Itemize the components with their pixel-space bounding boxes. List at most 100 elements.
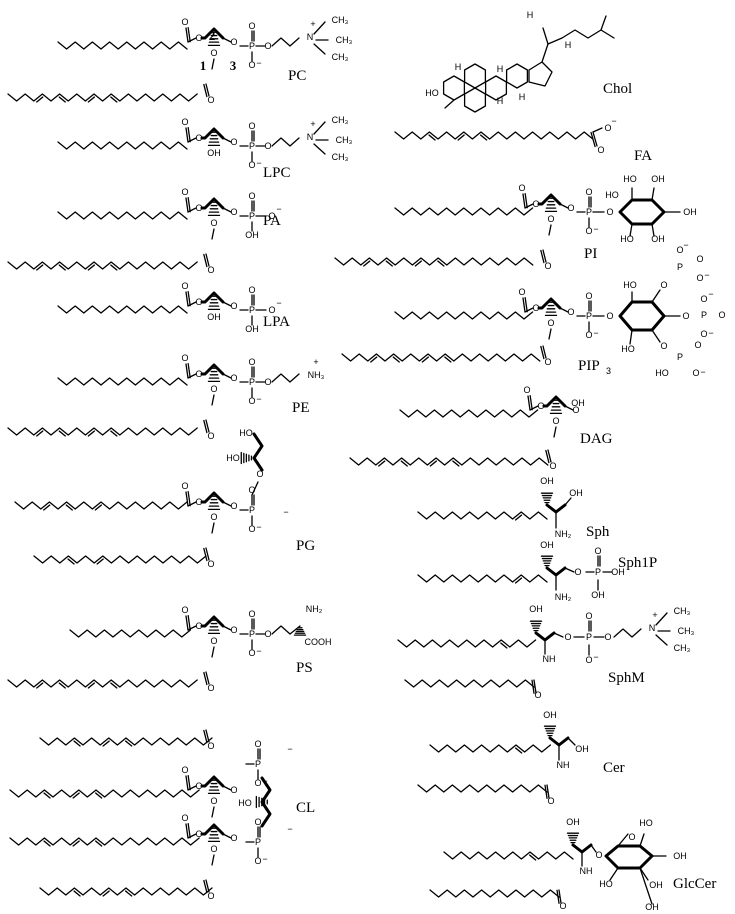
sn3-oxygen: O bbox=[567, 203, 574, 213]
cis-double-bond bbox=[110, 430, 118, 437]
phosphate-oxygen: O bbox=[248, 396, 255, 406]
carbon-number-1: 1 bbox=[200, 58, 207, 73]
bond bbox=[651, 223, 655, 237]
glycerol-backbone bbox=[542, 395, 567, 408]
glccer-label: GlcCer bbox=[673, 876, 716, 892]
cis-double-bond bbox=[72, 792, 80, 799]
sphm-chain bbox=[397, 639, 537, 648]
carbonyl-oxygen: O bbox=[181, 813, 188, 823]
methyl: CH₃ bbox=[336, 135, 353, 145]
sn3-oxygen: O bbox=[230, 137, 237, 147]
glycosidic-oxygen: O bbox=[595, 850, 602, 860]
negative-charge: − bbox=[287, 824, 292, 834]
bond bbox=[211, 646, 215, 658]
bond bbox=[600, 15, 607, 31]
carbonyl-bond bbox=[524, 297, 528, 313]
carbonyl-bond bbox=[187, 491, 191, 507]
carbonyl-bond bbox=[203, 547, 208, 562]
carbonyl-bond bbox=[542, 249, 547, 263]
headgroup-hydroxyl: HO bbox=[239, 428, 253, 438]
serine-amine: NH₂ bbox=[306, 604, 323, 614]
sn3-oxygen: O bbox=[230, 37, 237, 47]
carbonyl-oxygen: O bbox=[518, 183, 525, 193]
cis-double-bond bbox=[36, 682, 44, 689]
fa-chain bbox=[394, 131, 594, 140]
phosphate-hydroxyl: OH bbox=[611, 567, 625, 577]
phosphate-oxygen: O bbox=[585, 330, 592, 340]
cis-double-bond bbox=[72, 840, 80, 847]
cis-double-bond bbox=[43, 504, 51, 511]
hydroxyl-group: HO bbox=[425, 88, 439, 98]
positive-charge: + bbox=[313, 357, 318, 367]
carbonyl-oxygen: O bbox=[181, 187, 188, 197]
bond bbox=[524, 203, 534, 209]
glycerol-backbone bbox=[200, 491, 225, 504]
pe-label: PE bbox=[292, 400, 310, 416]
phosphate-oxygen: O bbox=[676, 245, 683, 255]
phosphorus: P bbox=[701, 310, 707, 320]
glccer-acyl-chain bbox=[429, 889, 560, 898]
carbonyl-oxygen: O bbox=[181, 765, 188, 775]
phosphate-oxygen: O bbox=[696, 273, 703, 283]
carbonyl-oxygen: O bbox=[181, 481, 188, 491]
bond bbox=[548, 224, 552, 236]
carbonyl-bond bbox=[203, 671, 208, 686]
cis-double-bond bbox=[87, 96, 96, 103]
cis-double-bond bbox=[110, 682, 118, 689]
glycerol-backbone bbox=[200, 615, 225, 628]
cis-double-bond bbox=[124, 740, 133, 747]
carbonyl-bond bbox=[203, 419, 208, 434]
sph1p-label: Sph1P bbox=[618, 555, 657, 571]
bond bbox=[211, 394, 215, 406]
bond bbox=[592, 127, 603, 133]
bond bbox=[444, 99, 455, 109]
negative-charge: − bbox=[287, 744, 292, 754]
carbonyl-bond bbox=[203, 253, 208, 268]
carbonyl-bond bbox=[187, 775, 191, 791]
phosphoryl-oxygen: O bbox=[248, 485, 255, 495]
sn3-oxygen: O bbox=[572, 405, 579, 415]
cis-double-bond bbox=[96, 558, 104, 565]
bond bbox=[187, 207, 197, 213]
cis-double-bond bbox=[102, 740, 110, 747]
sn3-oxygen: O bbox=[230, 501, 237, 511]
sphm-acyl-chain bbox=[404, 679, 535, 688]
negative-charge: − bbox=[708, 328, 713, 338]
phosphate-ester-oxygen: O bbox=[574, 567, 581, 577]
carbonyl-bond bbox=[185, 363, 189, 379]
lpa-label: LPA bbox=[263, 314, 290, 330]
cis-double-bond bbox=[370, 356, 378, 363]
amide-nitrogen: NH bbox=[557, 760, 570, 770]
cis-double-bond bbox=[457, 134, 465, 141]
cis-double-bond bbox=[110, 264, 118, 271]
amine-group: NH₂ bbox=[555, 529, 572, 539]
carbonyl-oxygen: O bbox=[518, 287, 525, 297]
carbonyl-oxygen: O bbox=[559, 901, 566, 911]
phosphate-ester-oxygen: O bbox=[264, 141, 271, 151]
carbonyl-bond bbox=[187, 127, 191, 143]
glucose-hydroxyl: HO bbox=[599, 879, 613, 889]
phosphate-oxygen: O bbox=[254, 778, 261, 788]
central-hydroxyl: HO bbox=[238, 798, 252, 808]
bond bbox=[187, 137, 197, 143]
phosphorus: P bbox=[586, 207, 592, 217]
bond bbox=[211, 854, 215, 866]
glycerol-backbone bbox=[200, 291, 225, 304]
cl-chain-4 bbox=[39, 887, 213, 896]
ester-oxygen: O bbox=[532, 199, 539, 209]
ring-d bbox=[528, 61, 553, 87]
methyl: CH₃ bbox=[332, 115, 349, 125]
negative-charge: − bbox=[262, 854, 267, 864]
ester-oxygen: O bbox=[537, 401, 544, 411]
carbonyl-bond bbox=[187, 363, 191, 379]
glucose-hydroxyl: OH bbox=[649, 880, 663, 890]
phosphate-oxygen: O bbox=[254, 856, 261, 866]
sn3-oxygen: O bbox=[230, 373, 237, 383]
cis-double-bond bbox=[392, 356, 400, 363]
negative-charge: − bbox=[256, 394, 261, 404]
carbonyl-bond bbox=[185, 775, 189, 791]
bond bbox=[564, 405, 574, 411]
cis-double-bond bbox=[400, 460, 408, 467]
carbonyl-oxygen: O bbox=[544, 261, 551, 271]
carbonyl-bond bbox=[205, 253, 210, 267]
